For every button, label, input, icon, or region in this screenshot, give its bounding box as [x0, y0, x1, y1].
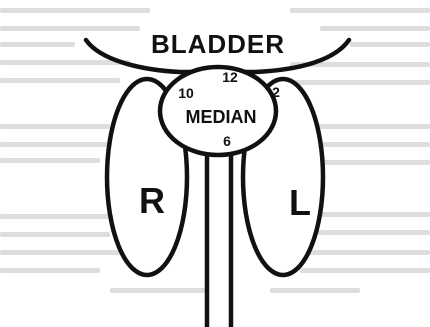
bladder-label: BLADDER — [151, 31, 285, 57]
clock-2-label: 2 — [272, 85, 280, 99]
right-lobe-label: R — [139, 183, 165, 219]
left-lobe-label: L — [289, 185, 311, 221]
median-label: MEDIAN — [186, 108, 257, 126]
clock-10-label: 10 — [178, 86, 194, 100]
clock-6-label: 6 — [223, 134, 231, 148]
clock-12-label: 12 — [222, 70, 238, 84]
